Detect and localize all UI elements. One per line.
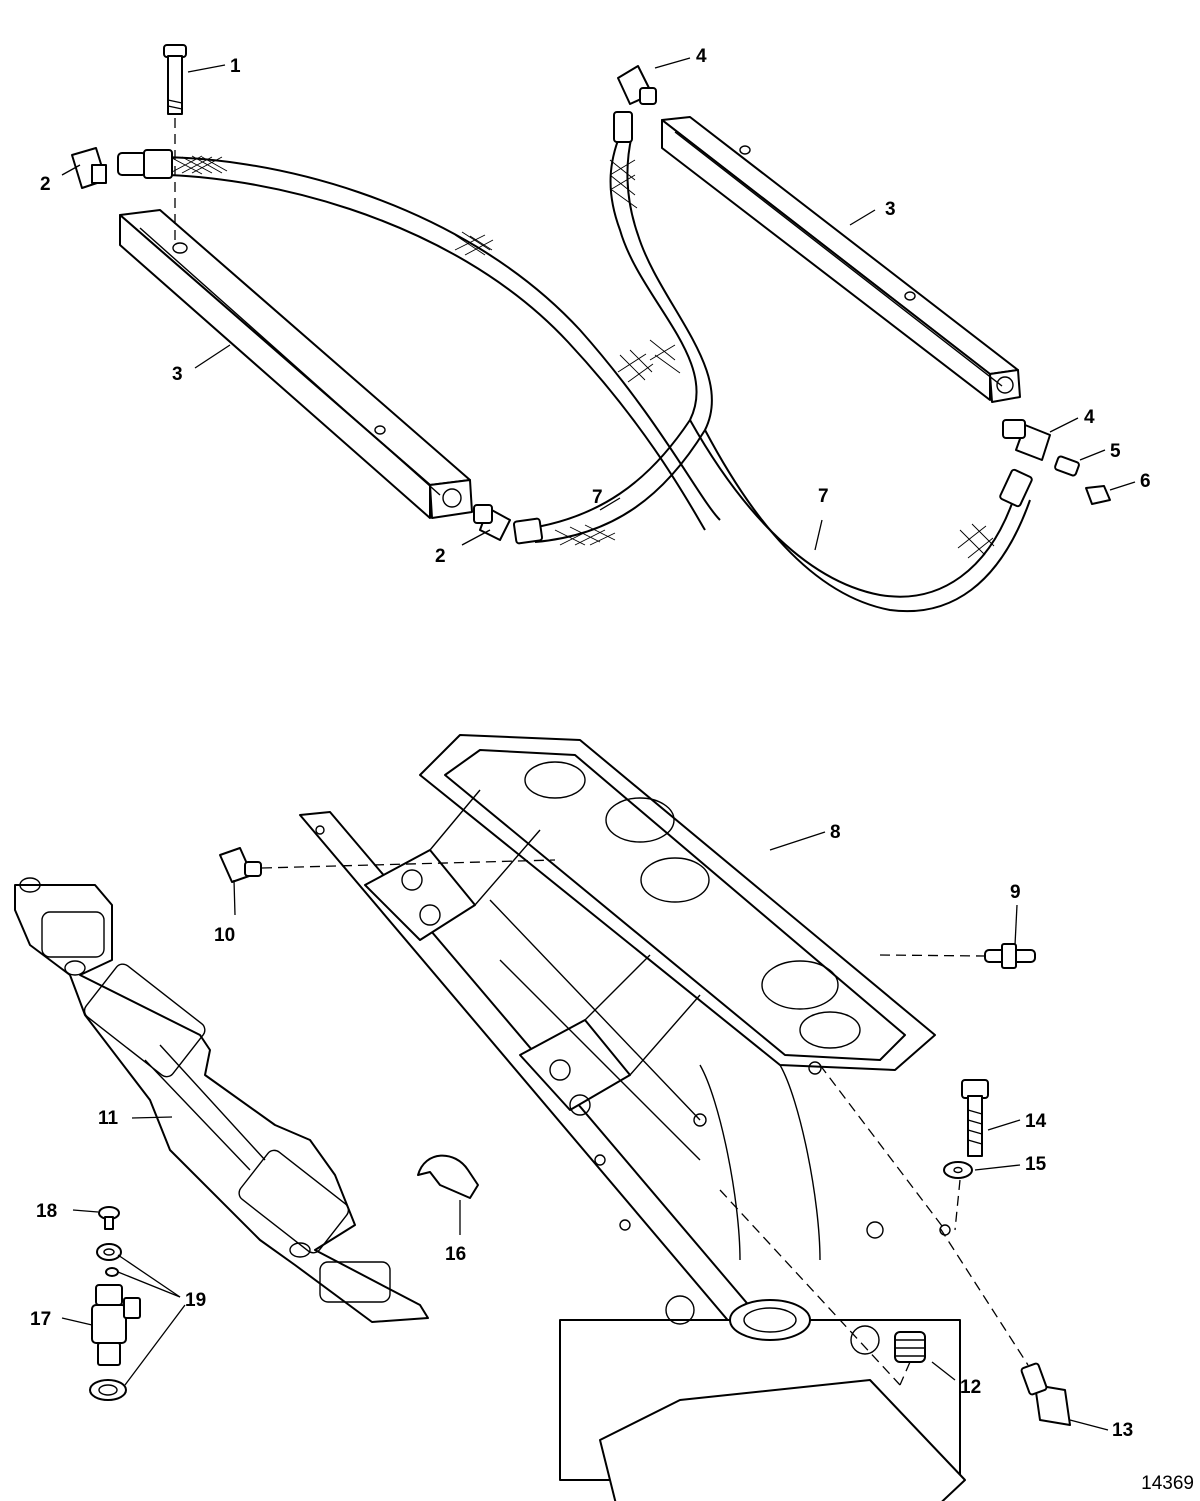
callout-2: 2	[40, 174, 51, 195]
fitting-part-2-bottom	[473, 504, 511, 541]
fuel-rail-left	[119, 209, 473, 519]
hose-fitting-bottom-left	[512, 517, 544, 545]
fitting-part-9	[879, 943, 1036, 969]
cap-part-6	[1085, 485, 1111, 505]
callout-13: 13	[1112, 1420, 1133, 1441]
bolt-part-14	[961, 1079, 989, 1157]
callout-10: 10	[214, 925, 235, 946]
callout-19: 19	[185, 1290, 206, 1311]
callout-4: 4	[696, 46, 707, 67]
callout-4: 4	[1084, 407, 1095, 428]
intake-gasket	[14, 877, 429, 1323]
fitting-part-4-top	[617, 65, 657, 105]
callout-17: 17	[30, 1309, 51, 1330]
plug-part-12	[894, 1331, 926, 1363]
fuel-hose-long	[129, 156, 721, 531]
clip-part-16	[417, 1154, 479, 1199]
callout-11: 11	[98, 1108, 119, 1129]
fitting-part-2-top	[71, 147, 107, 189]
o-ring-part-19	[96, 1243, 122, 1277]
screw-part-18	[98, 1206, 120, 1230]
callout-2: 2	[435, 546, 446, 567]
fuel-hose-crossover-a	[517, 134, 713, 543]
hose-fitting-left	[117, 149, 173, 179]
callout-16: 16	[445, 1244, 466, 1265]
fitting-part-10	[219, 847, 556, 883]
fitting-part-13	[939, 1227, 1071, 1426]
callout-5: 5	[1110, 441, 1121, 462]
callout-7: 7	[818, 486, 829, 507]
bolt-part-1	[163, 44, 187, 245]
callout-8: 8	[830, 822, 841, 843]
callout-14: 14	[1025, 1111, 1047, 1132]
callout-15: 15	[1025, 1154, 1047, 1175]
leader-lines	[61, 57, 1136, 1431]
callout-9: 9	[1010, 882, 1021, 903]
callout-3: 3	[172, 364, 183, 385]
fuel-hose-crossover-b	[689, 419, 1031, 613]
callout-18: 18	[36, 1201, 57, 1222]
callout-1: 1	[230, 56, 241, 77]
hose-fitting-top	[613, 111, 633, 143]
callout-7: 7	[592, 487, 603, 508]
fitting-part-4-right	[1002, 419, 1051, 461]
fuel-rail-right	[661, 116, 1021, 403]
fitting-part-5	[1054, 455, 1080, 477]
hose-fitting-right	[999, 468, 1033, 508]
assembly-dashed-lines	[719, 1064, 961, 1386]
fuel-injector-part-17	[89, 1284, 141, 1401]
hose-crosshatch	[171, 155, 995, 559]
callout-6: 6	[1140, 471, 1151, 492]
washer-part-15	[943, 1161, 973, 1179]
callout-12: 12	[960, 1377, 981, 1398]
callout-labels: 1 2 2 3 3 4 4 5 6 7 7 8 9 10 11 12 13 14…	[30, 46, 1151, 1441]
intake-manifold	[299, 734, 966, 1501]
document-number: 14369	[1141, 1473, 1194, 1494]
callout-3: 3	[885, 199, 896, 220]
